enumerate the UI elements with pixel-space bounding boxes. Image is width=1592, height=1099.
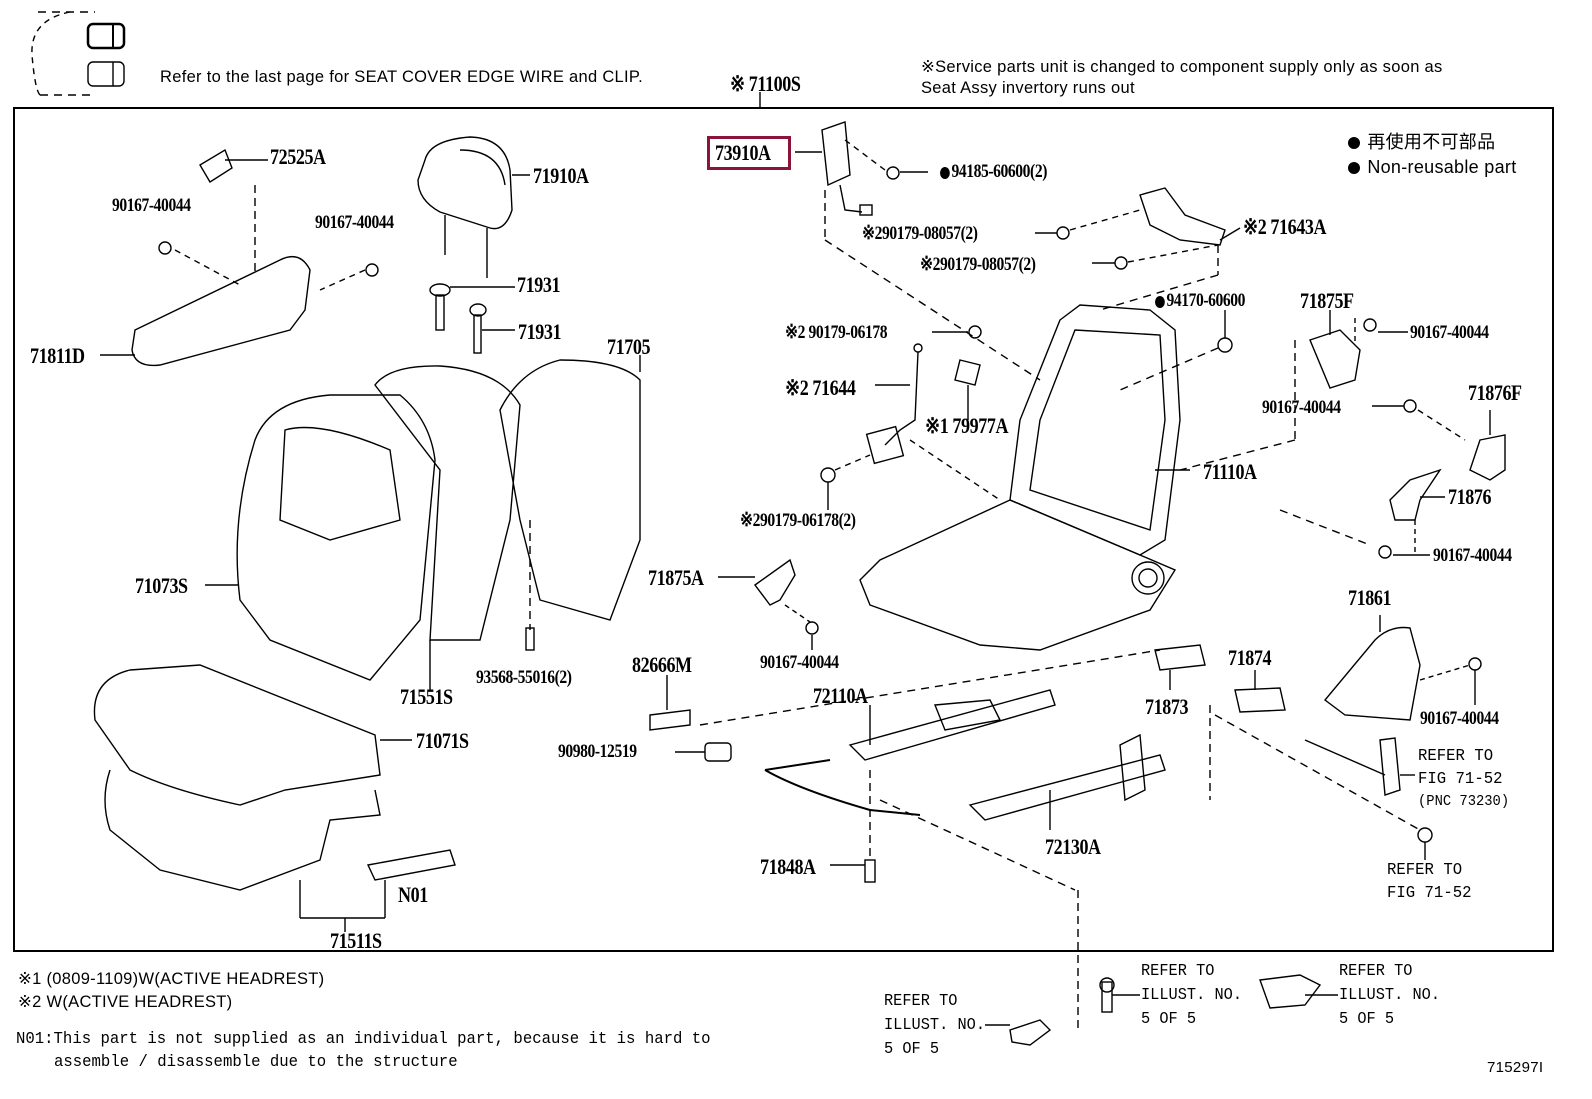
legend-non-reusable-jp: 再使用不可部品 (1348, 133, 1495, 151)
part-71875A[interactable]: 71875A (648, 565, 704, 590)
part-71071S[interactable]: 71071S (416, 728, 469, 753)
seat-rails-drawing (699, 644, 1286, 1030)
part-90167-40044-f[interactable]: 90167-40044 (760, 652, 839, 673)
side-covers-drawing (1179, 310, 1506, 559)
headrest-guides (429, 283, 515, 354)
key-bracket (31, 11, 71, 96)
part-94185-60600[interactable]: 94185-60600(2) (940, 162, 1047, 181)
part-71551S[interactable]: 71551S (400, 684, 453, 709)
part-number: 94170-60600 (1166, 290, 1246, 311)
refer-line: REFER TO (1387, 861, 1463, 880)
non-reusable-dot-icon (940, 166, 950, 179)
part-72130A[interactable]: 72130A (1045, 834, 1101, 859)
refer-fig-71-52-b[interactable]: REFER TO FIG 71-52 (1387, 860, 1471, 906)
part-71873[interactable]: 71873 (1145, 694, 1189, 719)
part-82666M[interactable]: 82666M (632, 652, 692, 677)
part-90167-40044-b[interactable]: 90167-40044 (315, 212, 394, 233)
refer-pnc: (PNC 73230) (1418, 792, 1510, 810)
non-reusable-dot-icon (1348, 162, 1360, 175)
part-number: 94185-60600(2) (951, 161, 1047, 182)
non-reusable-dot-icon (1155, 295, 1165, 308)
service-note-line2: Seat Assy invertory runs out (921, 79, 1135, 97)
diagram-frame (13, 107, 1554, 952)
part-71875F[interactable]: 71875F (1300, 288, 1354, 313)
part-71848A[interactable]: 71848A (760, 854, 816, 879)
footnote-2: ※2 W(ACTIVE HEADREST) (18, 993, 233, 1011)
refer-line: REFER TO (1418, 747, 1494, 766)
refer-line: FIG 71-52 (1418, 769, 1503, 789)
belt-and-cover-drawing (1214, 615, 1482, 860)
part-N01[interactable]: N01 (398, 882, 428, 907)
refer-illust-c[interactable]: REFER TO ILLUST. NO. 5 OF 5 (1339, 962, 1440, 1029)
part-73910A[interactable]: 73910A (715, 140, 771, 165)
part-90179-06178-2[interactable]: ※290179-06178(2) (740, 510, 856, 531)
part-93568-55016[interactable]: 93568-55016(2) (476, 667, 572, 688)
legend-en-text: Non-reusable part (1367, 157, 1517, 177)
connector-drawings (649, 675, 732, 762)
part-71910A[interactable]: 71910A (533, 163, 589, 188)
part-90179-06178[interactable]: ※2 90179-06178 (785, 322, 888, 343)
side-airbag-module-drawing (795, 121, 1041, 381)
part-71876F[interactable]: 71876F (1468, 380, 1522, 405)
assembly-label[interactable]: ※ 71100S (730, 71, 801, 96)
highlight-box (707, 136, 791, 170)
legend-jp-text: 再使用不可部品 (1367, 132, 1496, 152)
non-reusable-dot-icon (1348, 137, 1360, 150)
headrest-drawing (417, 136, 530, 278)
headrest-sensor-drawing (820, 325, 1001, 510)
part-90167-40044-a[interactable]: 90167-40044 (112, 195, 191, 216)
part-90167-40044-g[interactable]: 90167-40044 (1420, 708, 1499, 729)
footnote-1: ※1 (0809-1109)W(ACTIVE HEADREST) (18, 970, 325, 988)
part-71073S[interactable]: 71073S (135, 573, 188, 598)
refer-illust-b[interactable]: REFER TO ILLUST. NO. 5 OF 5 (1141, 962, 1242, 1029)
clip-icon-dark (86, 22, 126, 50)
part-71861[interactable]: 71861 (1348, 585, 1392, 610)
part-72525A[interactable]: 72525A (270, 144, 326, 169)
part-71511S[interactable]: 71511S (330, 928, 382, 953)
part-90167-40044-c[interactable]: 90167-40044 (1410, 322, 1489, 343)
part-71874[interactable]: 71874 (1228, 645, 1272, 670)
part-94170-60600[interactable]: 94170-60600 (1155, 291, 1245, 310)
service-note-line1: ※Service parts unit is changed to compon… (921, 58, 1443, 76)
refer-fig-71-52-a[interactable]: REFER TO FIG 71-52 (PNC 73230) (1418, 746, 1509, 812)
part-90167-40044-e[interactable]: 90167-40044 (1433, 545, 1512, 566)
part-90179-08057-b[interactable]: ※290179-08057(2) (920, 254, 1036, 275)
inner-cover-drawing (718, 558, 819, 650)
footnote-n01-line1: N01:This part is not supplied as an indi… (16, 1030, 711, 1049)
figure-id: 715297I (1487, 1059, 1544, 1076)
legend-non-reusable-en: Non-reusable part (1348, 158, 1517, 176)
part-71110A[interactable]: 71110A (1203, 459, 1257, 484)
part-71811D[interactable]: 71811D (30, 343, 85, 368)
seat-frame-drawing (859, 304, 1233, 651)
side-shield-drawing (100, 148, 379, 367)
part-90167-40044-d[interactable]: 90167-40044 (1262, 397, 1341, 418)
part-90980-12519[interactable]: 90980-12519 (558, 741, 637, 762)
refer-illust-a[interactable]: REFER TO ILLUST. NO. 5 OF 5 (884, 992, 985, 1059)
part-72110A[interactable]: 72110A (813, 683, 868, 708)
refer-line: FIG 71-52 (1387, 883, 1472, 903)
reference-part-drawings (985, 974, 1338, 1046)
seat-cushion-drawings (93, 664, 456, 932)
part-90179-08057-a[interactable]: ※290179-08057(2) (862, 223, 978, 244)
part-79977A[interactable]: ※1 79977A (925, 413, 1009, 438)
part-71643A[interactable]: ※2 71643A (1243, 214, 1327, 239)
part-71876[interactable]: 71876 (1448, 484, 1492, 509)
footnote-n01-line2: assemble / disassemble due to the struct… (54, 1053, 458, 1072)
clip-icon-light (87, 61, 125, 87)
seatback-cover-drawings (205, 355, 641, 690)
part-71931-a[interactable]: 71931 (517, 272, 561, 297)
part-71644[interactable]: ※2 71644 (785, 375, 856, 400)
part-71931-b[interactable]: 71931 (518, 319, 562, 344)
part-71705[interactable]: 71705 (607, 334, 651, 359)
active-headrest-bracket-drawing (1035, 187, 1241, 311)
edge-wire-note: Refer to the last page for SEAT COVER ED… (160, 68, 643, 86)
